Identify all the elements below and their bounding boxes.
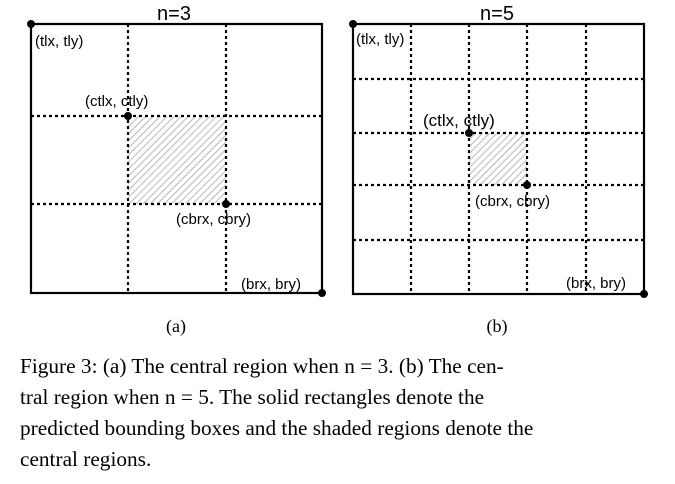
panel-a-grid (31, 24, 322, 293)
panel-b-sublabel: (b) (487, 316, 508, 337)
panel-a-cbr-label: (cbrx, cbry) (176, 211, 251, 228)
panel-b-br-point (640, 290, 648, 298)
panel-b: n=5 (tlx, tly) (ctlx, ctly) (cbrx, cbry)… (349, 3, 648, 337)
panel-b-br-label: (brx, bry) (566, 275, 626, 292)
panel-b-cbr-point (523, 181, 531, 189)
panel-a-central-region (128, 116, 226, 204)
panel-a: n=3 (tlx, tly) (ctlx, ctly) (cbrx, cbry)… (27, 3, 326, 337)
panel-b-central-region (469, 133, 527, 185)
panel-a-bounding-box (29, 22, 324, 295)
panel-b-bounding-box (351, 22, 646, 296)
panel-a-title: n=3 (157, 3, 191, 25)
caption-line-3: predicted bounding boxes and the shaded … (20, 416, 534, 440)
panel-a-br-label: (brx, bry) (241, 276, 301, 293)
figure-3: n=3 (tlx, tly) (ctlx, ctly) (cbrx, cbry)… (27, 3, 648, 337)
caption-line-4: central regions. (20, 447, 152, 471)
panel-a-cbr-point (222, 200, 230, 208)
panel-a-tl-label: (tlx, tly) (35, 33, 83, 50)
caption-line-2: tral region when n = 5. The solid rectan… (20, 385, 485, 409)
figure-caption: Figure 3: (a) The central region when n … (20, 351, 660, 475)
panel-a-sublabel: (a) (166, 316, 186, 337)
panel-a-ctl-point (124, 112, 132, 120)
caption-line-1: Figure 3: (a) The central region when n … (20, 354, 504, 378)
panel-a-tl-point (27, 20, 35, 28)
panel-a-br-point (318, 289, 326, 297)
panel-a-ctl-label: (ctlx, ctly) (85, 93, 148, 110)
panel-b-tl-point (349, 20, 357, 28)
panel-b-ctl-point (465, 129, 473, 137)
panel-b-grid (353, 24, 644, 294)
panel-b-tl-label: (tlx, tly) (356, 31, 404, 48)
panel-b-title: n=5 (480, 3, 514, 25)
panel-b-cbr-label: (cbrx, cbry) (475, 193, 550, 210)
panel-b-ctl-label: (ctlx, ctly) (423, 111, 495, 130)
